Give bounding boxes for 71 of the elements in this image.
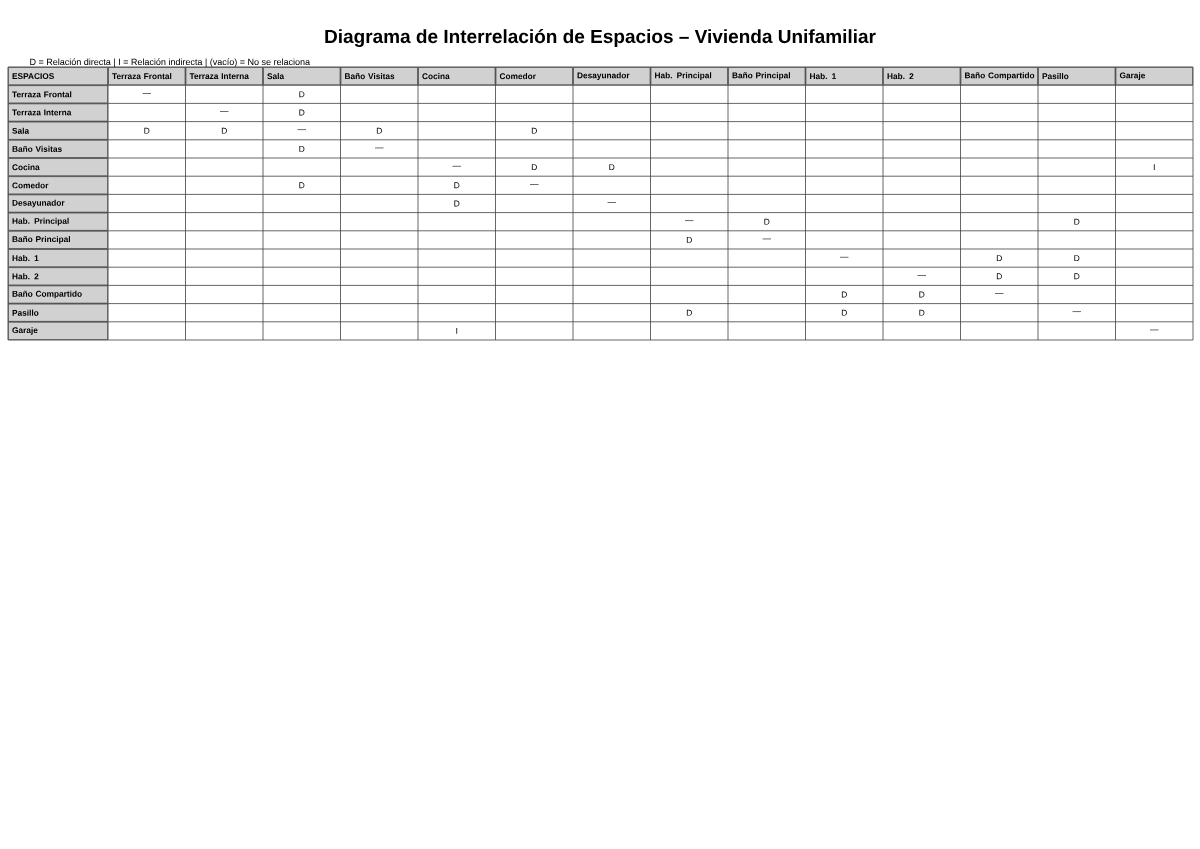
row-heading: Hab. Principal xyxy=(8,212,108,231)
row-heading: Pasillo xyxy=(8,303,108,322)
relation-mark: — xyxy=(1150,329,1159,331)
relation-mark: D xyxy=(919,291,925,298)
relation-mark: — xyxy=(452,165,461,167)
column-heading: Sala xyxy=(263,67,341,86)
column-heading: Comedor xyxy=(495,67,573,86)
relation-mark: D xyxy=(454,182,460,189)
column-heading: Cocina xyxy=(418,67,496,86)
relation-mark: D xyxy=(454,200,460,207)
row-heading: Hab. 1 xyxy=(8,249,108,268)
relation-mark: — xyxy=(375,147,384,149)
relation-mark: D xyxy=(1074,273,1080,280)
relation-mark: I xyxy=(1153,164,1155,170)
column-heading: Terraza Frontal xyxy=(108,67,186,86)
relation-mark: D xyxy=(221,127,227,134)
relation-mark: D xyxy=(299,91,305,98)
column-heading: Pasillo xyxy=(1038,67,1116,86)
row-heading: Comedor xyxy=(8,176,108,195)
relation-mark: — xyxy=(995,293,1004,294)
relation-mark: D xyxy=(531,127,537,134)
relation-mark: D xyxy=(609,164,615,170)
relation-mark: D xyxy=(919,309,925,316)
row-heading: Garaje xyxy=(8,321,108,340)
relation-mark: — xyxy=(1072,311,1081,313)
relation-mark: — xyxy=(220,111,229,112)
row-heading: Cocina xyxy=(8,158,108,177)
relation-mark: D xyxy=(144,127,150,134)
column-heading: Baño Visitas xyxy=(340,67,418,86)
relation-mark: I xyxy=(456,327,458,334)
relation-mark: — xyxy=(530,184,539,185)
relation-mark: D xyxy=(841,309,847,316)
column-heading: Baño Principal xyxy=(728,67,806,86)
relation-mark: — xyxy=(297,129,306,131)
row-heading: Terraza Interna xyxy=(8,103,108,122)
row-heading: Baño Visitas xyxy=(8,139,108,158)
column-heading: Desayunador xyxy=(573,67,651,86)
relation-mark: — xyxy=(762,238,771,240)
column-heading: Terraza Interna xyxy=(185,67,263,86)
row-heading: Hab. 2 xyxy=(8,267,108,286)
row-heading: Desayunador xyxy=(8,194,108,213)
relation-mark: D xyxy=(299,146,305,152)
relation-mark: D xyxy=(299,109,305,116)
relation-mark: D xyxy=(376,127,382,134)
column-heading: ESPACIOS xyxy=(8,67,108,86)
relation-mark: D xyxy=(996,273,1002,280)
title: Diagrama de Interrelación de Espacios – Vivienda Unifamiliar xyxy=(325,29,876,47)
relation-mark: — xyxy=(685,220,694,222)
relation-mark: D xyxy=(299,182,305,189)
relation-mark: D xyxy=(841,291,847,298)
relation-mark: D xyxy=(996,255,1002,261)
relation-mark: D xyxy=(764,218,770,225)
relation-mark: — xyxy=(607,202,616,203)
column-heading: Hab. 1 xyxy=(805,67,883,86)
row-heading: Baño Principal xyxy=(8,230,108,249)
row-heading: Baño Compartido xyxy=(8,285,108,304)
column-heading: Baño Compartido xyxy=(960,67,1038,86)
relation-mark: — xyxy=(142,93,151,94)
column-heading: Hab. 2 xyxy=(883,67,961,86)
relation-mark: — xyxy=(917,275,926,276)
column-heading: Hab. Principal xyxy=(650,67,728,86)
relation-mark: — xyxy=(840,256,849,258)
relation-mark: D xyxy=(1074,255,1080,261)
relation-mark: D xyxy=(531,164,537,170)
row-heading: Sala xyxy=(8,121,108,140)
relation-mark: D xyxy=(686,309,692,316)
relation-mark: D xyxy=(1074,218,1080,225)
relation-mark: D xyxy=(686,236,692,243)
note: D = Relación directa | I = Relación indirecta | (vacío) = No se relaciona xyxy=(30,58,311,67)
column-heading: Garaje xyxy=(1115,67,1193,86)
row-heading: Terraza Frontal xyxy=(8,85,108,104)
